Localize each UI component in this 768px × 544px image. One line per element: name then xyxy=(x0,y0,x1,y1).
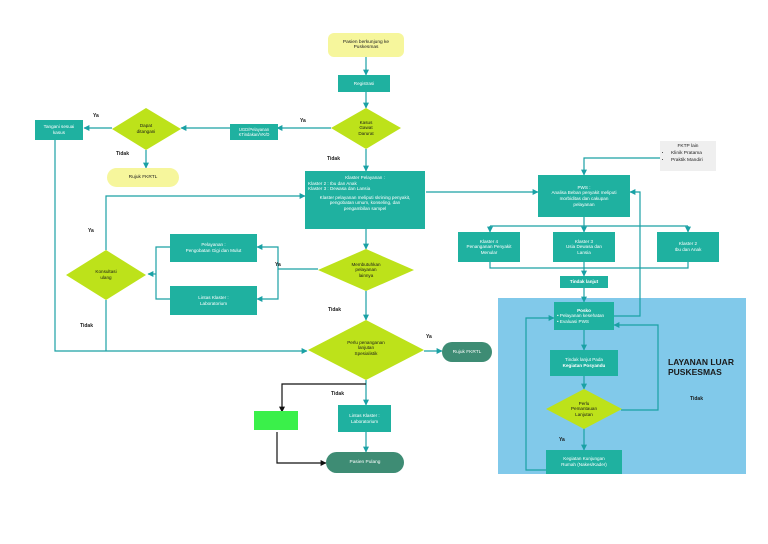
label-tidak-pemantauan: Tidak xyxy=(690,396,703,402)
registrasi-box: Registrasi xyxy=(338,75,390,92)
label-tidak-konsultasi: Tidak xyxy=(80,323,93,329)
rujuk-fkrtl-right: Rujuk FKRTL xyxy=(442,342,492,362)
dapat-ditangani-text: Dapat ditangani xyxy=(136,123,156,134)
rujuk-fkrtl-top: Rujuk FKRTL xyxy=(107,168,179,187)
tindak-posyandu-line2: Kegiatan Posyandu xyxy=(562,363,606,368)
label-ya-pemantauan: Ya xyxy=(559,437,565,443)
label-tidak-dapat: Tidak xyxy=(116,151,129,157)
pelayanan-gigi-box: Pelayanan : Pengobatan Gigi dan Mulut xyxy=(170,234,257,262)
highlight-box xyxy=(254,411,298,430)
label-ya-kasus: Ya xyxy=(300,118,306,124)
klaster-pelayanan-title: Klaster Pelayanan : xyxy=(345,175,385,180)
kasus-gawat-text: Kasus Gawat Darurat xyxy=(358,119,374,136)
klaster-pelayanan-box: Klaster Pelayanan : Klaster 2 : Ibu dan … xyxy=(305,171,425,229)
posko-item: • Pelayanan kesehatan xyxy=(557,313,605,319)
posko-title: Posko xyxy=(577,307,591,313)
label-ya-dapat: Ya xyxy=(93,113,99,119)
posko-box: Posko • Pelayanan kesehatan • Evaluasi P… xyxy=(554,302,614,330)
rujuk-fkrtl-right-text: Rujuk FKRTL xyxy=(452,349,482,355)
konsultasi-diamond xyxy=(66,250,146,300)
pws-box: PWS : Analisa Beban penyakit meliputi mo… xyxy=(538,175,630,217)
perlu-penanganan-diamond xyxy=(308,320,424,380)
kegiatan-kunjungan-text: Kegiatan Kunjungan Rumah (Nakes/Kader) xyxy=(561,456,607,467)
registrasi-text: Registrasi xyxy=(353,80,375,86)
tindak-lanjut-box: Tindak lanjut xyxy=(560,276,608,288)
membutuhkan-diamond xyxy=(318,249,414,291)
klaster3-text: Klaster 3 Usia Dewasa dan Lansia xyxy=(565,238,602,255)
klaster-pelayanan-item: Klaster 3 : Dewasa dan Lansia xyxy=(308,186,371,192)
layanan-luar-title: LAYANAN LUAR PUSKESMAS xyxy=(668,357,734,377)
tangani-sesuai-box: Tangani sesuai kasus xyxy=(35,120,83,140)
label-ya-membutuhkan: Ya xyxy=(275,262,281,268)
klaster2-text: Klaster 2 Ibu dan Anak xyxy=(674,241,702,252)
perlu-pemantauan-diamond xyxy=(546,389,622,429)
membutuhkan-text: Membutuhkan pelayanan lainnya xyxy=(351,261,381,278)
klaster4-box: Klaster 4 Penanganan Penyakit Menular xyxy=(458,232,520,262)
perlu-pemantauan-text: Perlu Pemantauan Lanjutan xyxy=(570,400,598,417)
tindak-lanjut-text: Tindak lanjut xyxy=(569,279,599,285)
kasus-gawat-diamond xyxy=(331,108,401,149)
fktp-item: Klinik Pratama xyxy=(671,150,713,157)
start-terminal: Pasien berkunjung ke Puskesmas xyxy=(328,33,404,57)
klaster4-text: Klaster 4 Penanganan Penyakit Menular xyxy=(466,238,512,255)
label-ya-perlu: Ya xyxy=(426,334,432,340)
label-ya-konsultasi: Ya xyxy=(88,228,94,234)
fktp-item: Praktik Mandiri xyxy=(671,157,713,164)
pelayanan-gigi-text: Pelayanan : Pengobatan Gigi dan Mulut xyxy=(185,242,242,253)
lintas-klaster-lab-top-box: Lintas Klaster : Laboratorium xyxy=(170,286,257,315)
ugd-box: UGD/Pelayanan KTindakan/VK/D xyxy=(230,124,278,140)
label-tidak-perlu: Tidak xyxy=(331,391,344,397)
posko-item: • Evaluasi PWS xyxy=(557,318,589,324)
konsultasi-text: Konsultasi ulang xyxy=(95,269,117,280)
tangani-sesuai-text: Tangani sesuai kasus xyxy=(43,124,75,135)
klaster2-box: Klaster 2 Ibu dan Anak xyxy=(657,232,719,262)
lintas-klaster-lab-bottom-text: Lintas Klaster : Laboratorium xyxy=(349,412,380,424)
perlu-penanganan-text: Perlu penanganan lanjutan Spesialistik xyxy=(347,339,385,356)
start-text: Pasien berkunjung ke Puskesmas xyxy=(342,40,390,50)
klaster3-box: Klaster 3 Usia Dewasa dan Lansia xyxy=(553,232,615,262)
lintas-klaster-lab-bottom-box: Lintas Klaster : Laboratorium xyxy=(338,405,391,432)
pasien-pulang-terminal: Pasien Pulang xyxy=(326,452,404,473)
label-tidak-kasus: Tidak xyxy=(327,156,340,162)
klaster-pelayanan-note: Klaster pelayanan meliputi skrining peny… xyxy=(319,194,411,211)
pws-text: PWS : Analisa Beban penyakit meliputi mo… xyxy=(551,184,617,207)
dapat-ditangani-diamond xyxy=(112,108,181,150)
ugd-text: UGD/Pelayanan KTindakan/VK/D xyxy=(238,127,270,137)
fktp-title: FKTP lain xyxy=(677,144,699,149)
kegiatan-kunjungan-box: Kegiatan Kunjungan Rumah (Nakes/Kader) xyxy=(546,450,622,474)
rujuk-fkrtl-top-text: Rujuk FKRTL xyxy=(128,175,158,180)
layanan-luar-region xyxy=(498,298,746,474)
klaster-pelayanan-item: Klaster 2 : Ibu dan Anak xyxy=(308,180,357,186)
label-tidak-membutuhkan: Tidak xyxy=(328,307,341,313)
pasien-pulang-text: Pasien Pulang xyxy=(349,460,381,465)
tindak-posyandu-line1: Tindak lanjut Pada xyxy=(565,357,603,363)
lintas-klaster-lab-top-text: Lintas Klaster : Laboratorium xyxy=(198,294,229,306)
fktp-note: FKTP lain Klinik Pratama Praktik Mandiri xyxy=(660,141,716,171)
tindak-posyandu-box: Tindak lanjut Pada Kegiatan Posyandu xyxy=(550,350,618,376)
